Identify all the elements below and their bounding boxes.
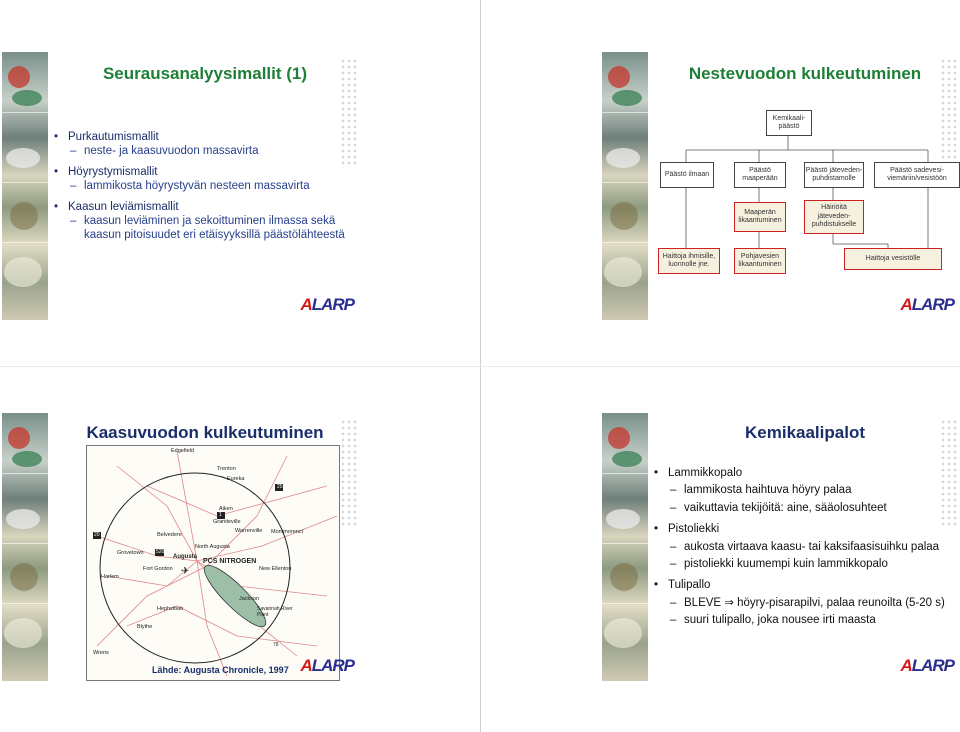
sub-bullet-item: kaasun leviäminen ja sekoittuminen ilmas… xyxy=(54,214,346,243)
map-label: Trenton xyxy=(217,466,236,472)
map-label: Warrenville xyxy=(235,528,263,534)
slide-kemikaalipalot: Kemikaalipalot Lammikkopalo lammikosta h… xyxy=(602,413,960,681)
sub-bullet-item: BLEVE ⇒ höyry-pisarapilvi, palaa reunoil… xyxy=(654,596,946,611)
bullet-item: Lammikkopalo xyxy=(654,466,946,481)
road-shield: 25 xyxy=(277,484,283,490)
road-shield: 20 xyxy=(94,532,100,538)
svg-text:✈: ✈ xyxy=(181,566,189,577)
slide-title: Kemikaalipalot xyxy=(745,423,865,442)
slide-seurausanalyysimallit: Seurausanalyysimallit (1) Purkautumismal… xyxy=(2,52,360,320)
map-label: Graniteville xyxy=(213,519,241,525)
map-label: PCS NITROGEN xyxy=(203,558,257,565)
flow-connectors xyxy=(685,136,929,248)
map-label: Savannah River Plant xyxy=(257,606,293,618)
decorative-photo-strip xyxy=(2,413,48,681)
box-pohjavesien-likaantuminen: Pohjavesien likaantuminen xyxy=(734,248,786,274)
bullet-item: Tulipallo xyxy=(654,578,946,593)
alarp-logo: ALARP xyxy=(300,656,355,675)
map-label: Jackson xyxy=(239,596,260,602)
road-shield: 1 xyxy=(219,512,222,518)
decorative-dots xyxy=(940,58,958,168)
sub-bullet-item: neste- ja kaasuvuodon massavirta xyxy=(54,144,346,159)
map-label: Blythe xyxy=(137,624,153,630)
box-hairioita-jatevedenpuhdistukselle: Häiriöitä jäteveden-puhdistukselle xyxy=(804,200,864,234)
box-haittoja-vesistolle: Haittoja vesistölle xyxy=(844,248,942,270)
sub-bullet-item: lammikosta höyrystyvän nesteen massavirt… xyxy=(54,179,346,194)
map-label: Wrens xyxy=(93,650,109,656)
map-label: Belvedere xyxy=(157,532,182,538)
sub-bullet-item: aukosta virtaava kaasu- tai kaksifaasisu… xyxy=(654,540,946,555)
box-paasto-maaperaan: Päästö maaperään xyxy=(734,162,786,188)
bullet-item: Kaasun leviämismallit xyxy=(54,200,346,215)
decorative-dots xyxy=(340,419,358,529)
map-label: North Augusta xyxy=(195,544,230,550)
alarp-logo: ALARP xyxy=(900,295,955,314)
flow-diagram: Kemikaali-päästö Päästö ilmaan Päästö ma… xyxy=(648,52,960,320)
map-graphics: ✈ xyxy=(93,450,338,677)
bullet-list: Lammikkopalo lammikosta haihtuva höyry p… xyxy=(654,459,946,628)
box-paasto-sadevesiviemariin: Päästö sadevesi-viemäriin/vesistöön xyxy=(874,162,960,188)
sub-bullet-item: suuri tulipallo, joka nousee irti maasta xyxy=(654,613,946,628)
map-source-caption: Lähde: Augusta Chronicle, 1997 xyxy=(152,665,289,675)
decorative-photo-strip xyxy=(602,413,648,681)
page-divider-horizontal xyxy=(0,366,960,367)
road-shield: 78 xyxy=(273,642,279,648)
box-paasto-jatevedenpuhdistamolle: Päästö jäteveden-puhdistamolle xyxy=(804,162,864,188)
map-label: Grovetown xyxy=(117,550,144,556)
box-maaperan-likaantuminen: Maaperän likaantuminen xyxy=(734,202,786,232)
bullet-item: Höyrystymismallit xyxy=(54,165,346,180)
slide-nestevuodon-kulkeutuminen: Nestevuodon kulkeutuminen Kemikaali-pääs… xyxy=(602,52,960,320)
map-label: Edgefield xyxy=(171,448,194,454)
box-haittoja-ihmisille: Haittoja ihmisille, luonnolle jne. xyxy=(658,248,720,274)
sub-bullet-item: lammikosta haihtuva höyry palaa xyxy=(654,483,946,498)
map-label: Fort Gordon xyxy=(143,566,173,572)
decorative-photo-strip xyxy=(2,52,48,320)
map-label: Hephzibah xyxy=(157,606,184,612)
slide-title: Seurausanalyysimallit (1) xyxy=(102,64,308,83)
map-label: Eureka xyxy=(227,476,245,482)
bullet-item: Pistoliekki xyxy=(654,522,946,537)
map-label: Aiken xyxy=(219,506,233,512)
sub-bullet-item: vaikuttavia tekijöitä: aine, sääolosuhte… xyxy=(654,501,946,516)
bullet-list: Purkautumismallit neste- ja kaasuvuodon … xyxy=(54,124,346,243)
gas-dispersion-map: ✈ Edgefield Trenton Eureka Aiken Granite… xyxy=(86,445,340,681)
slide-kaasuvuodon-kulkeutuminen: Kaasuvuodon kulkeutuminen ✈ Edgefiel xyxy=(2,413,360,681)
slide-title: Kaasuvuodon kulkeutuminen xyxy=(86,423,324,442)
box-kemikaalipaasto: Kemikaali-päästö xyxy=(766,110,812,136)
map-label: Augusta xyxy=(173,554,197,560)
map-label: Harlem xyxy=(101,574,119,580)
box-paasto-ilmaan: Päästö ilmaan xyxy=(660,162,714,188)
road-shield: 520 xyxy=(156,549,165,555)
alarp-logo: ALARP xyxy=(300,295,355,314)
sub-bullet-item: pistoliekki kuumempi kuin lammikkopalo xyxy=(654,557,946,572)
decorative-photo-strip xyxy=(602,52,648,320)
bullet-item: Purkautumismallit xyxy=(54,130,346,145)
alarp-logo: ALARP xyxy=(900,656,955,675)
slide-title: Nestevuodon kulkeutuminen xyxy=(688,64,922,83)
map-label: New Ellenton xyxy=(259,566,292,572)
map-label: Montmorenci xyxy=(271,529,303,535)
